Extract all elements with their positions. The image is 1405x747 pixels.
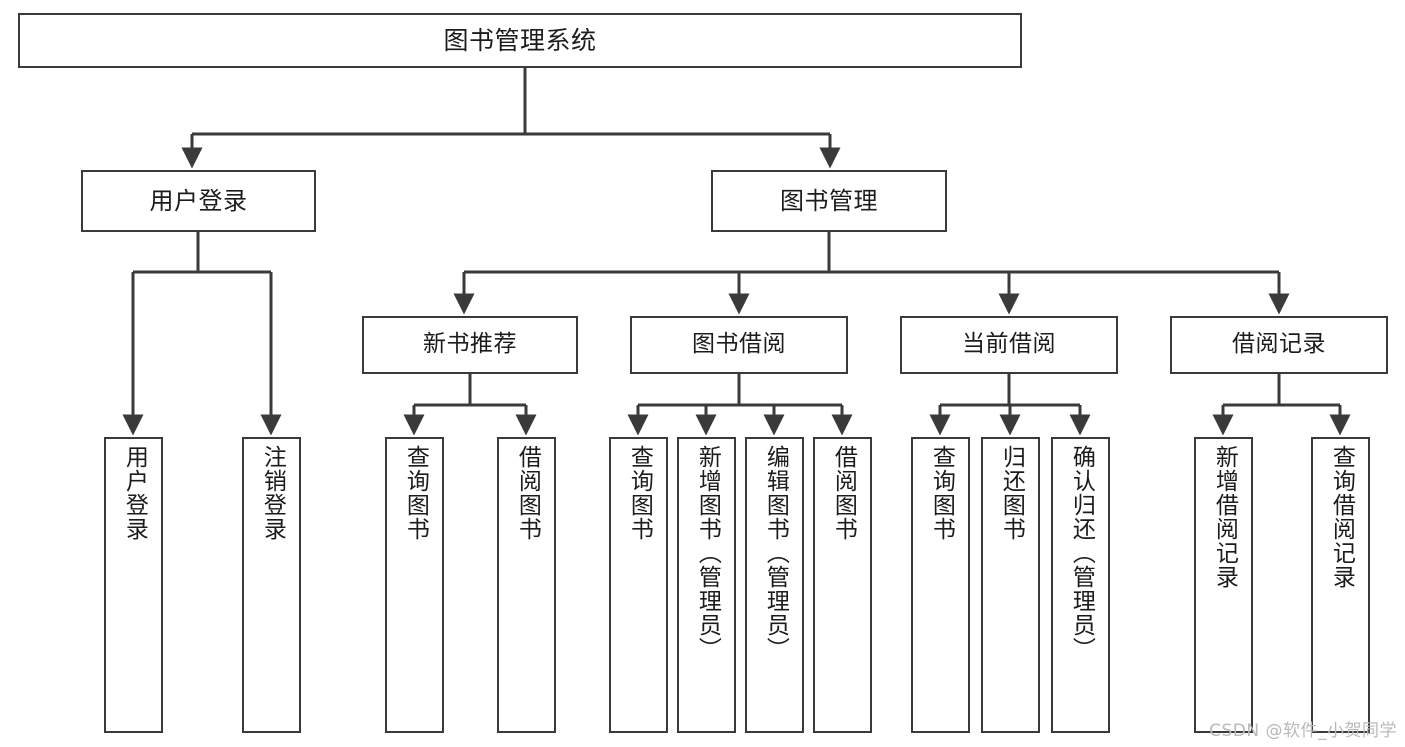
leaf-borrow-book-2[interactable]: 借阅图书 xyxy=(813,437,872,733)
leaf-query-book-3[interactable]: 查询图书 xyxy=(911,437,970,733)
leaf-add-record-label: 新增借阅记录 xyxy=(1211,445,1238,589)
leaf-user-login[interactable]: 用户登录 xyxy=(104,437,163,733)
leaf-edit-book-label: 编辑图书（管理员） xyxy=(762,445,789,661)
node-new-book-recommend-label: 新书推荐 xyxy=(423,331,517,358)
leaf-add-book-label: 新增图书（管理员） xyxy=(694,445,721,661)
leaf-add-book[interactable]: 新增图书（管理员） xyxy=(677,437,736,733)
csdn-watermark: CSDN @软件_小贺同学 xyxy=(1209,721,1397,741)
node-root-label: 图书管理系统 xyxy=(443,25,597,55)
leaf-add-record[interactable]: 新增借阅记录 xyxy=(1194,437,1253,733)
leaf-query-book-2[interactable]: 查询图书 xyxy=(609,437,668,733)
leaf-return-book[interactable]: 归还图书 xyxy=(981,437,1040,733)
leaf-confirm-return-label: 确认归还（管理员） xyxy=(1068,445,1095,661)
leaf-query-record[interactable]: 查询借阅记录 xyxy=(1311,437,1370,733)
node-user-login-label: 用户登录 xyxy=(149,186,248,215)
leaf-borrow-book-1-label: 借阅图书 xyxy=(514,445,541,541)
node-book-borrow[interactable]: 图书借阅 xyxy=(630,316,848,374)
leaf-query-book-2-label: 查询图书 xyxy=(626,445,653,541)
node-new-book-recommend[interactable]: 新书推荐 xyxy=(362,316,578,374)
leaf-logout-login-label: 注销登录 xyxy=(259,445,286,541)
leaf-confirm-return[interactable]: 确认归还（管理员） xyxy=(1051,437,1110,733)
node-root[interactable]: 图书管理系统 xyxy=(18,13,1022,68)
leaf-query-book-3-label: 查询图书 xyxy=(928,445,955,541)
node-book-borrow-label: 图书借阅 xyxy=(692,331,786,358)
leaf-return-book-label: 归还图书 xyxy=(998,445,1025,541)
node-current-borrow[interactable]: 当前借阅 xyxy=(900,316,1118,374)
leaf-edit-book[interactable]: 编辑图书（管理员） xyxy=(745,437,804,733)
node-borrow-record-label: 借阅记录 xyxy=(1232,331,1326,358)
leaf-borrow-book-1[interactable]: 借阅图书 xyxy=(497,437,556,733)
node-current-borrow-label: 当前借阅 xyxy=(962,331,1056,358)
leaf-query-record-label: 查询借阅记录 xyxy=(1328,445,1355,589)
node-borrow-record[interactable]: 借阅记录 xyxy=(1170,316,1388,374)
leaf-logout-login[interactable]: 注销登录 xyxy=(242,437,301,733)
leaf-query-book-1[interactable]: 查询图书 xyxy=(385,437,444,733)
leaf-borrow-book-2-label: 借阅图书 xyxy=(830,445,857,541)
leaf-query-book-1-label: 查询图书 xyxy=(402,445,429,541)
node-book-manage-label: 图书管理 xyxy=(780,186,878,215)
node-book-manage[interactable]: 图书管理 xyxy=(711,170,947,232)
node-user-login[interactable]: 用户登录 xyxy=(81,170,316,232)
leaf-user-login-label: 用户登录 xyxy=(121,445,148,541)
